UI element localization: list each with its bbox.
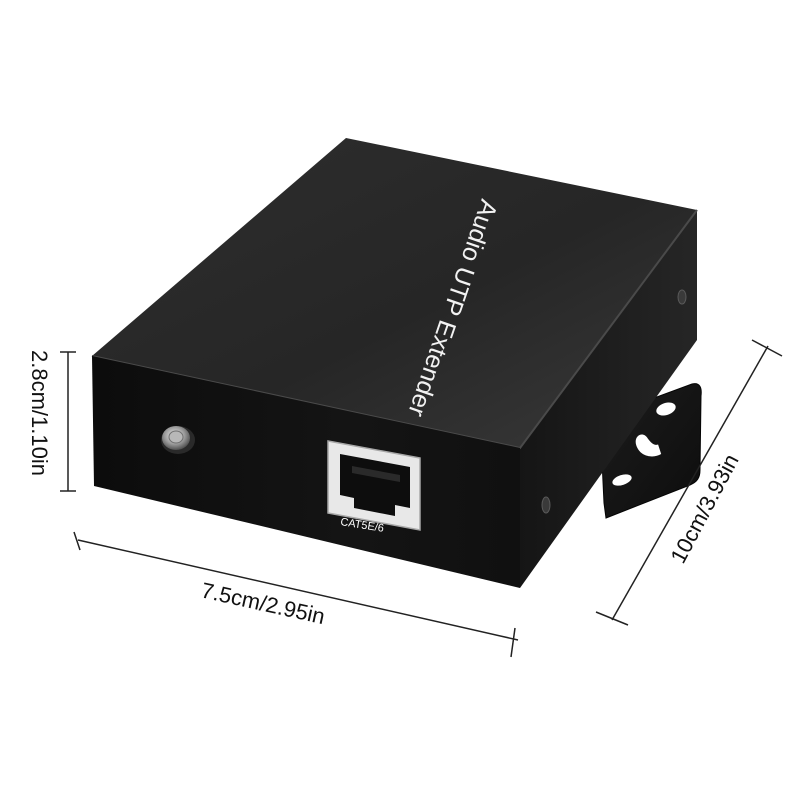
bracket-keyhole <box>635 434 662 457</box>
side-screw-lower <box>541 496 551 514</box>
bracket-slot-top <box>656 402 676 416</box>
case-side-panel <box>520 210 697 588</box>
width-label: 7.5cm/2.95in <box>199 577 327 629</box>
bracket-slot-bottom <box>612 474 632 486</box>
height-label: 2.8cm/1.10in <box>27 350 52 476</box>
height-dimension: 2.8cm/1.10in <box>27 350 76 492</box>
rj45-port: CAT5E/6 <box>327 440 421 535</box>
case-top-panel <box>92 138 697 448</box>
case-front-panel <box>92 356 520 588</box>
side-screw-upper <box>677 289 687 305</box>
ground-screw <box>161 426 195 454</box>
